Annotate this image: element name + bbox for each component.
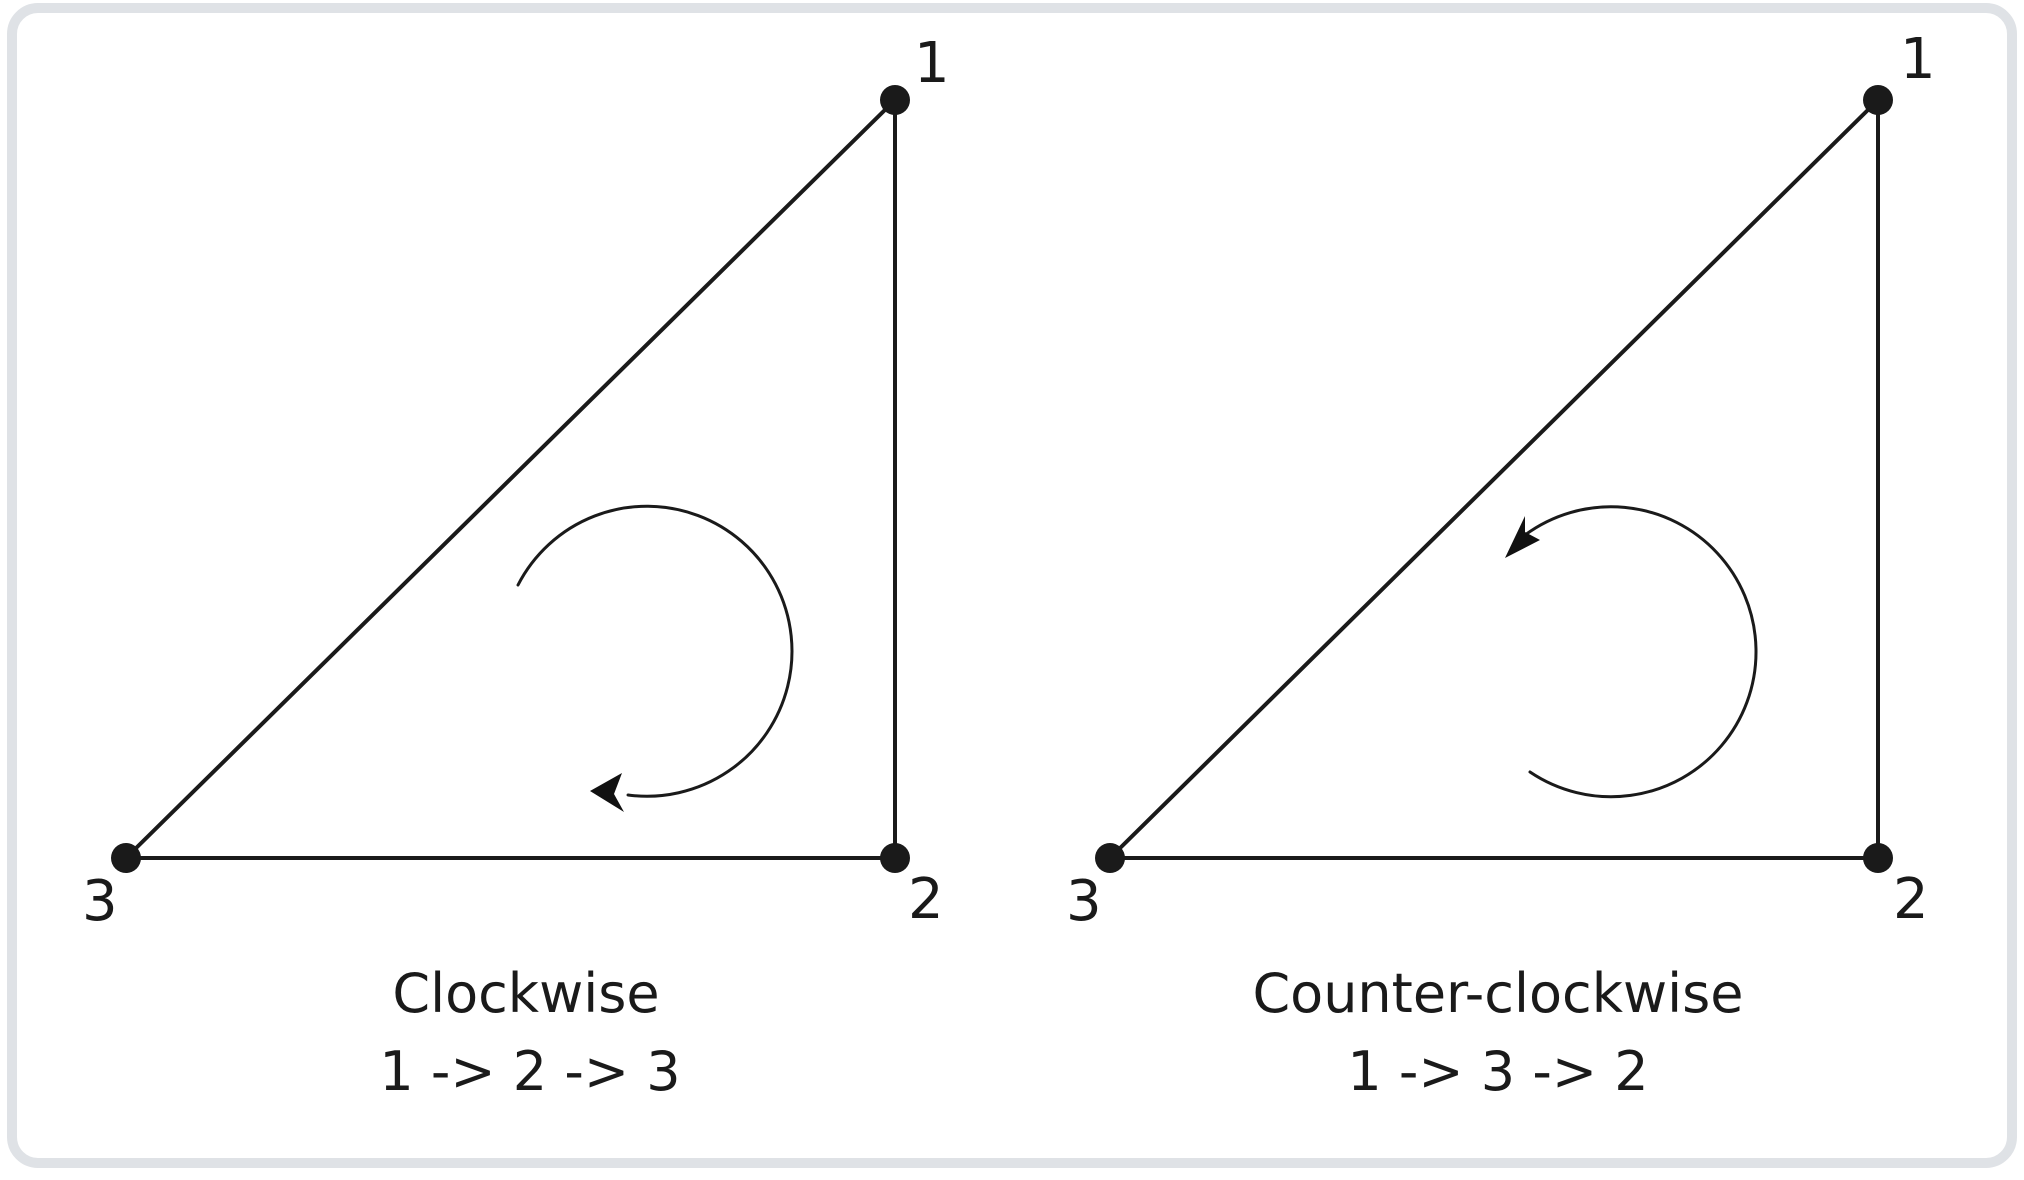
vertex-3 <box>111 843 141 873</box>
vertex-label-1: 1 <box>1900 27 1936 92</box>
clockwise-rotation-arrow <box>516 504 794 798</box>
vertex-label-2: 2 <box>908 867 944 932</box>
vertex-label-1: 1 <box>914 31 950 96</box>
vertex-label-2: 2 <box>1893 867 1929 932</box>
clockwise-diagram: 1 2 3 Clockwise 1 -> 2 -> 3 <box>82 31 950 1103</box>
figure-frame <box>7 3 2017 1168</box>
counter-clockwise-rotation-arrow <box>1523 505 1758 799</box>
clockwise-arrowhead-icon <box>590 773 624 812</box>
vertex-3 <box>1095 843 1125 873</box>
edge-3-1 <box>124 98 897 860</box>
counter-clockwise-diagram: 1 2 3 Counter-clockwise 1 -> 3 -> 2 <box>1066 27 1936 1103</box>
vertex-1 <box>1863 85 1893 115</box>
counter-clockwise-arrowhead-icon <box>1505 516 1540 558</box>
vertex-label-3: 3 <box>82 869 118 934</box>
vertex-2 <box>880 843 910 873</box>
clockwise-order: 1 -> 2 -> 3 <box>379 1040 680 1103</box>
counter-clockwise-caption: Counter-clockwise <box>1252 962 1743 1025</box>
vertex-1 <box>880 85 910 115</box>
edge-3-1 <box>1108 98 1880 860</box>
vertex-2 <box>1863 843 1893 873</box>
counter-clockwise-order: 1 -> 3 -> 2 <box>1347 1040 1648 1103</box>
clockwise-caption: Clockwise <box>392 962 659 1025</box>
vertex-label-3: 3 <box>1066 869 1102 934</box>
